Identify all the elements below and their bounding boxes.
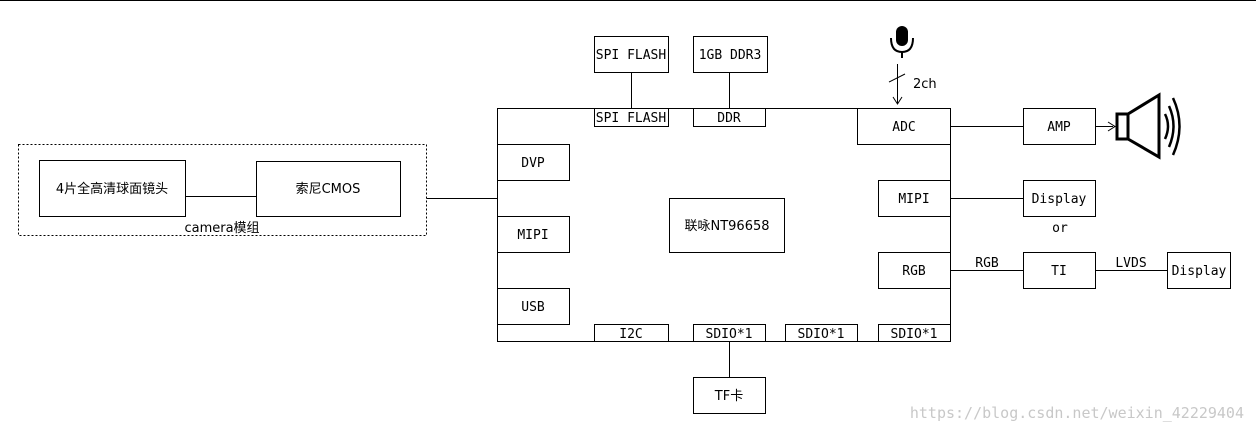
camera-module-group (18, 144, 427, 236)
speaker-icon (1115, 92, 1181, 160)
port-adc-label: ADC (892, 120, 915, 135)
amp-speaker-arrow (1107, 121, 1116, 132)
lvds-link-label: LVDS (1115, 256, 1146, 271)
port-sdio-2-label: SDIO*1 (798, 327, 845, 342)
port-mipi-out-label: MIPI (898, 192, 929, 207)
channel-slash (888, 73, 906, 83)
lens-box (39, 160, 186, 217)
port-sdio-3 (878, 324, 951, 342)
port-usb (497, 288, 570, 325)
port-i2c (594, 324, 669, 342)
amp-label: AMP (1047, 120, 1071, 135)
port-dvp (497, 144, 570, 181)
port-rgb-out-label: RGB (902, 264, 926, 279)
port-mipi-in-label: MIPI (517, 228, 548, 243)
flash-label: SPI FLASH (596, 48, 666, 63)
mic-channels-label: 2ch (913, 77, 937, 92)
ddr3-label: 1GB DDR3 (699, 48, 762, 63)
port-mipi-in (497, 216, 570, 253)
sensor-box (256, 161, 401, 217)
amp-box (1023, 108, 1096, 145)
microphone-icon (890, 26, 914, 58)
display-lvds-label: Display (1172, 264, 1227, 279)
flash-box (594, 36, 669, 73)
ti-label: TI (1051, 264, 1067, 279)
port-sdio-3-label: SDIO*1 (891, 327, 938, 342)
display-mipi-box (1023, 180, 1096, 217)
sensor-label: 索尼CMOS (296, 182, 361, 197)
camera-module-label: camera模组 (184, 221, 259, 236)
port-sdio-2 (785, 324, 858, 342)
ti-box (1023, 252, 1096, 289)
tf-card-label: TF卡 (714, 389, 743, 404)
port-spi-flash-label: SPI FLASH (596, 111, 666, 126)
ddr3-box (693, 36, 768, 73)
display-lvds-box (1167, 252, 1231, 289)
display-mipi-label: Display (1032, 192, 1087, 207)
watermark-text: https://blog.csdn.net/weixin_42229404 (910, 404, 1244, 422)
port-sdio-1-label: SDIO*1 (706, 327, 753, 342)
port-rgb-out (878, 252, 951, 289)
port-i2c-label: I2C (619, 327, 642, 342)
port-usb-label: USB (521, 300, 545, 315)
tf-card-box (693, 377, 766, 414)
soc-chip-label: 联咏NT96658 (684, 219, 769, 234)
soc-chip-box (669, 198, 785, 253)
port-adc (857, 108, 951, 145)
mic-arrow (892, 96, 903, 105)
port-ddr-label: DDR (717, 111, 741, 126)
port-dvp-label: DVP (521, 156, 545, 171)
rgb-link-label: RGB (975, 256, 999, 271)
or-label: or (1052, 221, 1068, 236)
lens-label: 4片全高清球面镜头 (56, 181, 168, 197)
